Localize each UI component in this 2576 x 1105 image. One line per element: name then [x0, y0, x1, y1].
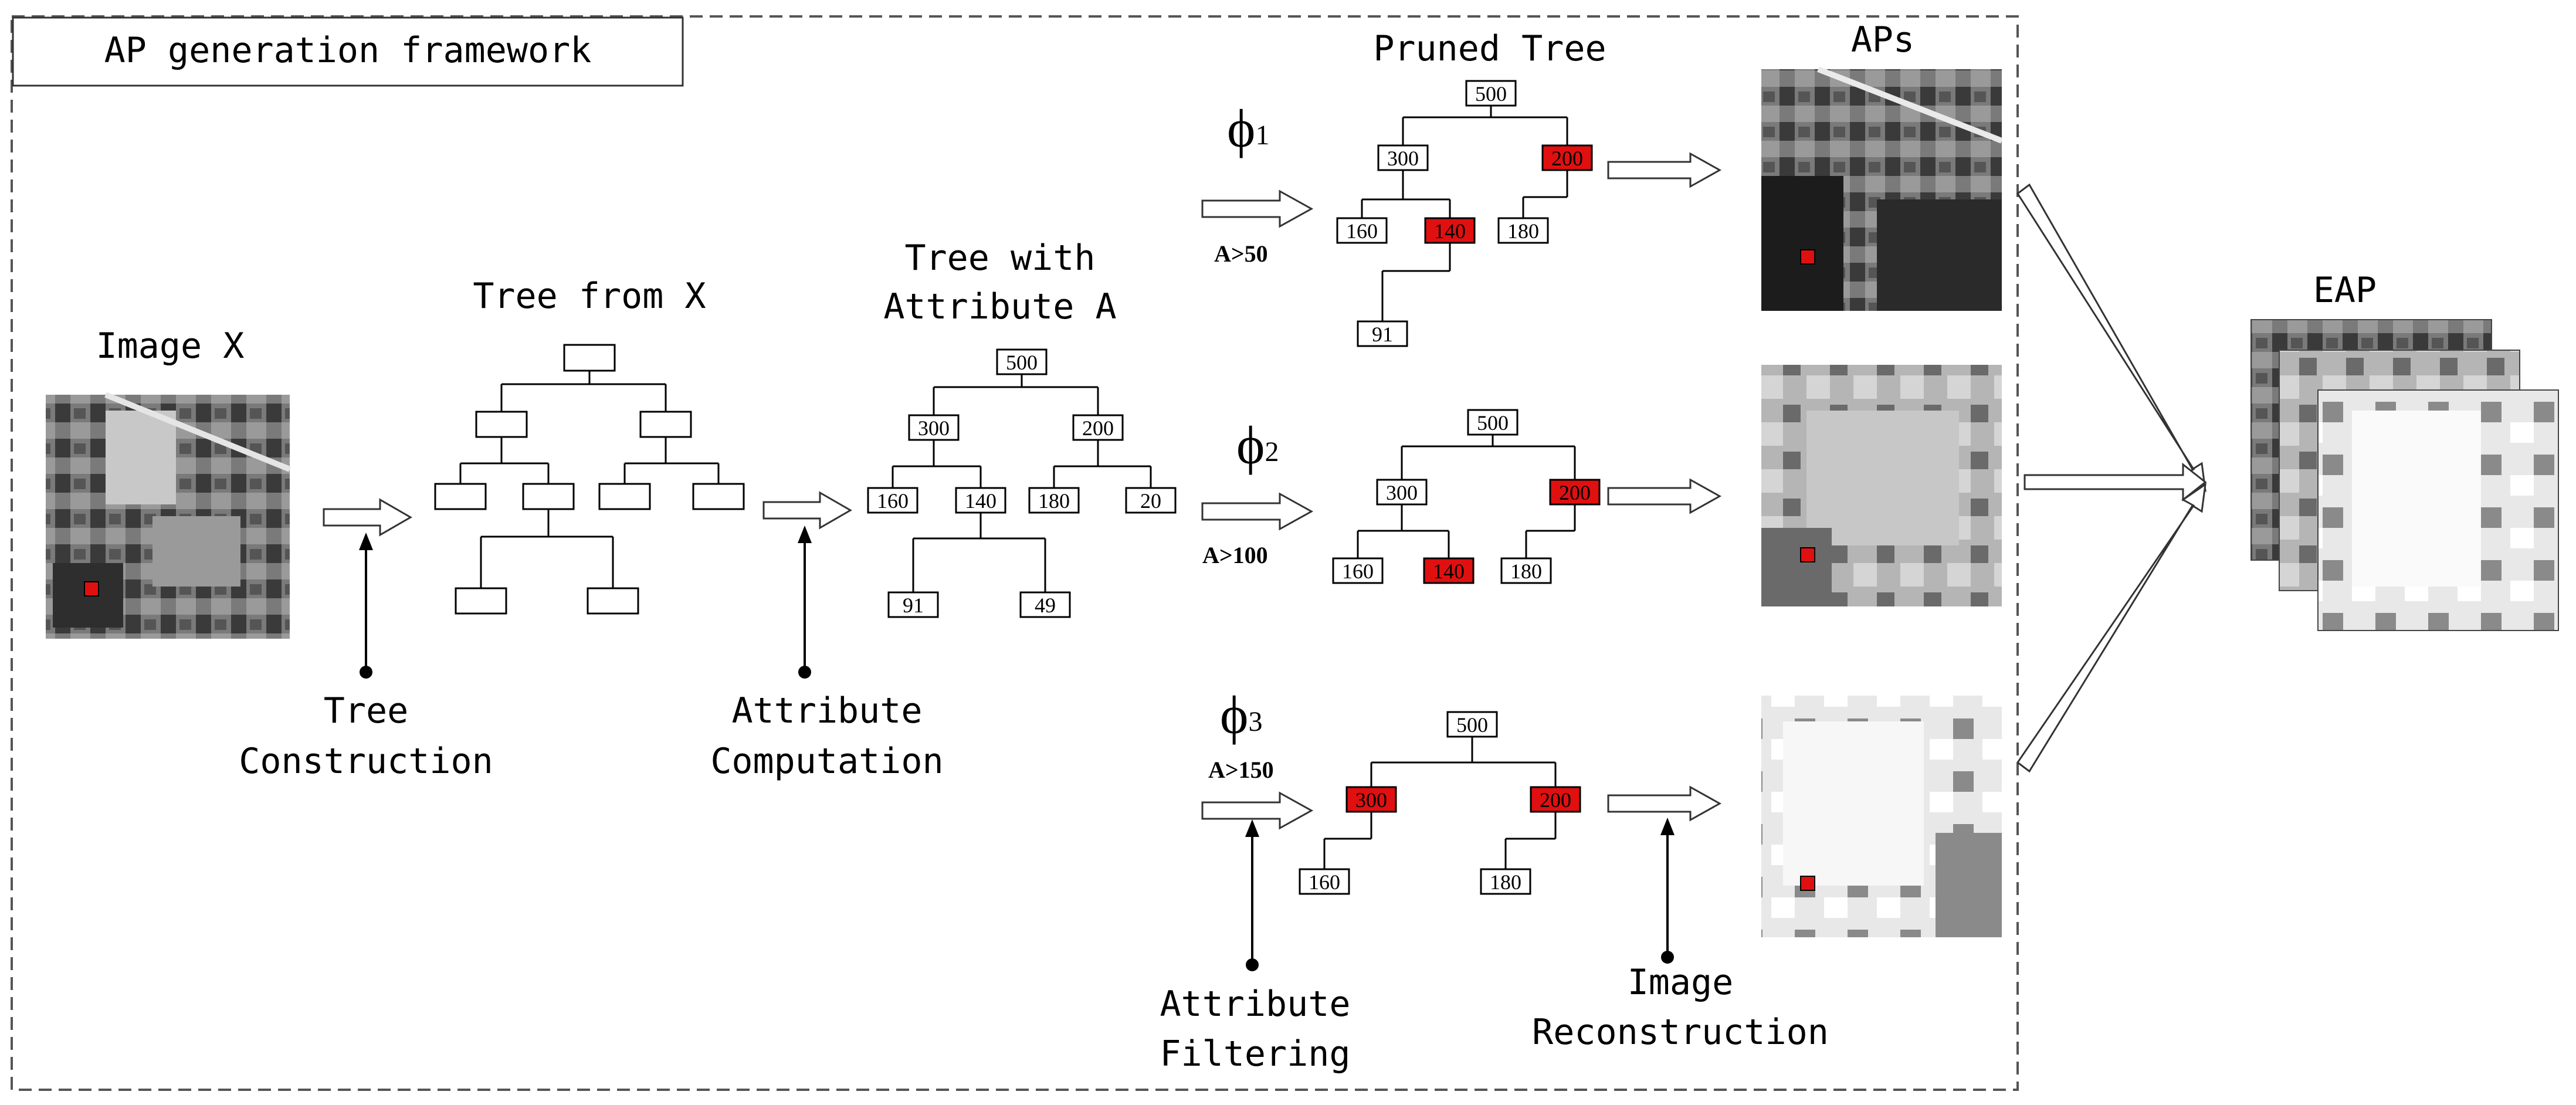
- arrow-computation: [762, 491, 853, 530]
- filter1-condition: A>50: [1214, 240, 1268, 267]
- p1-node-300: 300: [1387, 147, 1419, 170]
- tree-from-x-label: Tree from X: [473, 276, 706, 317]
- p1-node-160: 160: [1346, 219, 1378, 243]
- filter2-arrow: [1201, 492, 1314, 531]
- attr-node-200: 200: [1082, 416, 1114, 440]
- image-reconstruction-label-2: Reconstruction: [1532, 1012, 1829, 1053]
- p1-node-180: 180: [1507, 219, 1539, 243]
- p1-node-91: 91: [1372, 323, 1393, 346]
- eap-arrows: [2016, 183, 2207, 773]
- pruned-tree-1: 500 300 200 160 140 180 91: [1336, 80, 1593, 347]
- filter3-arrow: [1201, 791, 1314, 830]
- tree-from-x: [434, 344, 745, 615]
- p2-node-500: 500: [1477, 411, 1509, 435]
- ap-image-1: [1761, 66, 2003, 311]
- aps-label: APs: [1851, 19, 1914, 60]
- attr-node-20: 20: [1140, 489, 1161, 513]
- attr-node-91: 91: [903, 594, 924, 617]
- tree-with-attr-label-2: Attribute A: [883, 286, 1116, 327]
- p3-node-200: 200: [1540, 788, 1571, 812]
- filter2-condition: A>100: [1202, 542, 1268, 568]
- attr-node-180: 180: [1038, 489, 1070, 513]
- attr-node-140: 140: [965, 489, 996, 513]
- phi3-symbol: ϕ3: [1220, 685, 1262, 745]
- attribute-computation-pointer: [798, 526, 812, 679]
- p2-node-300: 300: [1386, 481, 1418, 504]
- attribute-computation-label-1: Attribute: [731, 690, 922, 731]
- filter3-condition: A>150: [1208, 757, 1274, 783]
- framework-title: AP generation framework: [104, 30, 592, 71]
- image-reconstruction-pointer: [1660, 818, 1675, 964]
- attribute-computation-label-2: Computation: [710, 741, 943, 782]
- attr-node-160: 160: [877, 489, 909, 513]
- p1-node-140: 140: [1434, 219, 1466, 243]
- framework-border: [11, 15, 2019, 1091]
- framework-title-box: [12, 16, 684, 87]
- p2-node-160: 160: [1342, 560, 1374, 583]
- tree-with-attribute: 500 300 200 160 140 180 20 91 49: [867, 348, 1177, 618]
- ap-image-2: [1761, 365, 2002, 606]
- p2-node-180: 180: [1510, 560, 1542, 583]
- arrow-construction: [323, 498, 413, 537]
- tree-construction-pointer: [359, 533, 373, 679]
- p3-node-180: 180: [1490, 870, 1521, 894]
- attribute-filtering-label-2: Filtering: [1160, 1033, 1350, 1075]
- image-x: [46, 392, 291, 639]
- attribute-filtering-pointer: [1245, 819, 1259, 971]
- reconstruction-arrows: [1607, 152, 1722, 822]
- p3-node-300: 300: [1355, 788, 1387, 812]
- attr-node-49: 49: [1035, 594, 1056, 617]
- tree-with-attr-label-1: Tree with: [904, 238, 1095, 279]
- pruned-tree-3: 500 300 200 160 180: [1299, 711, 1581, 895]
- image-x-label: Image X: [96, 326, 245, 367]
- phi1-symbol: ϕ1: [1227, 99, 1269, 158]
- pruned-tree-label: Pruned Tree: [1373, 28, 1606, 69]
- p2-node-140: 140: [1433, 560, 1465, 583]
- p3-node-500: 500: [1456, 713, 1488, 737]
- p3-node-160: 160: [1309, 870, 1340, 894]
- tree-construction-label-1: Tree: [324, 690, 409, 731]
- image-reconstruction-label-1: Image: [1628, 962, 1734, 1003]
- p1-node-200: 200: [1551, 147, 1583, 170]
- filter1-arrow: [1201, 189, 1314, 228]
- eap-stack: [2250, 319, 2559, 631]
- pruned-tree-2: 500 300 200 160 140 180: [1332, 409, 1601, 584]
- tree-construction-label-2: Construction: [239, 741, 493, 782]
- attribute-filtering-label-1: Attribute: [1160, 984, 1350, 1025]
- p1-node-500: 500: [1475, 82, 1507, 106]
- ap-image-3: [1761, 696, 2002, 937]
- p2-node-200: 200: [1559, 481, 1591, 504]
- phi2-symbol: ϕ2: [1236, 415, 1279, 475]
- eap-label: EAP: [2313, 270, 2377, 311]
- attr-node-300: 300: [918, 416, 950, 440]
- attr-node-500: 500: [1006, 351, 1038, 374]
